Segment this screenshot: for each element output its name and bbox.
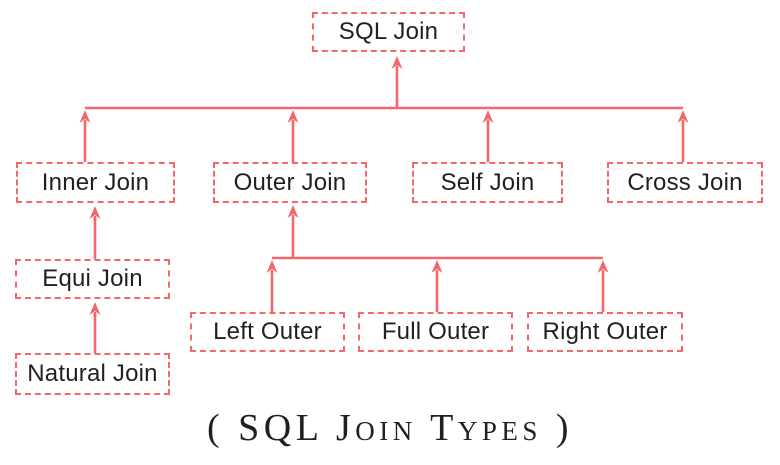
arrow-head-full-outer-up <box>431 260 443 273</box>
diagram-caption: ( SQL Join Types ) <box>206 407 573 449</box>
arrow-head-outer-join-up <box>287 110 299 123</box>
node-left-outer: Left Outer <box>190 312 345 352</box>
arrow-head-to-outer-join <box>287 205 299 218</box>
arrow-head-cross-join-up <box>677 110 689 123</box>
node-sql-join: SQL Join <box>312 12 465 52</box>
arrow-head-right-outer-up <box>597 260 609 273</box>
arrow-head-inner-join-up <box>79 110 91 123</box>
node-right-outer: Right Outer <box>527 312 683 352</box>
arrow-head-left-outer-up <box>266 260 278 273</box>
arrow-head-self-join-up <box>482 110 494 123</box>
node-inner-join: Inner Join <box>16 162 175 203</box>
node-outer-join: Outer Join <box>213 162 367 203</box>
arrow-head-natural-to-equi <box>89 302 101 315</box>
node-cross-join: Cross Join <box>607 162 763 203</box>
node-self-join: Self Join <box>412 162 563 203</box>
arrow-head-to-sql-join <box>391 56 403 69</box>
node-equi-join: Equi Join <box>15 259 170 299</box>
node-natural-join: Natural Join <box>15 353 170 395</box>
node-full-outer: Full Outer <box>358 312 513 352</box>
arrow-head-equi-to-inner <box>89 206 101 219</box>
